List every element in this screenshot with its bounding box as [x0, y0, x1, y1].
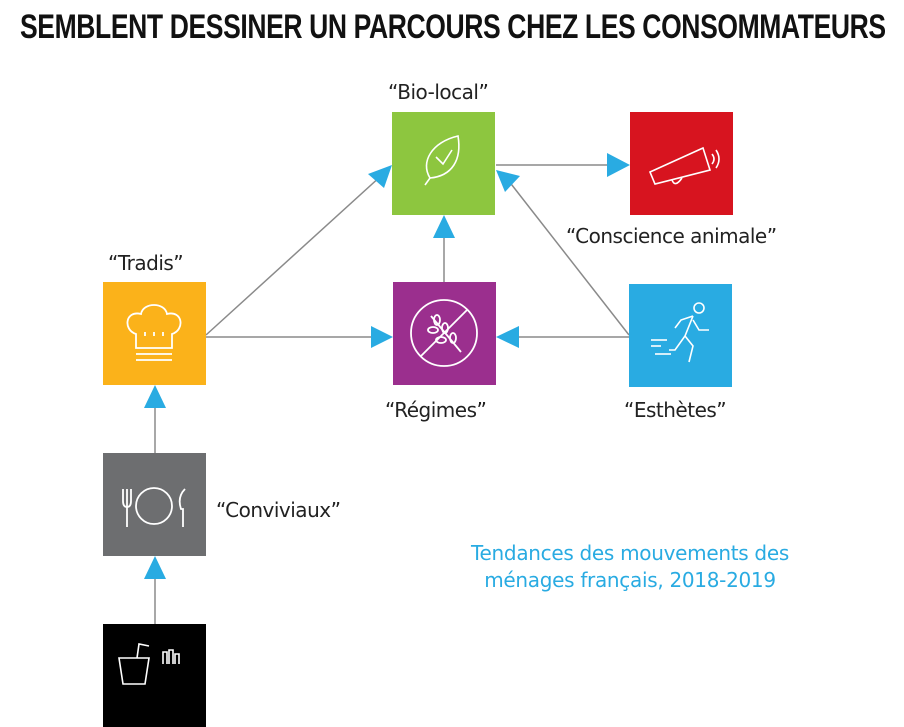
link-tradis-bio — [205, 174, 383, 336]
node-esthetes — [629, 284, 732, 387]
node-tradis — [103, 282, 206, 385]
chef-hat-icon — [126, 304, 182, 361]
leaf-check-icon — [424, 135, 460, 186]
arrow-head — [496, 170, 520, 192]
arrow-head — [371, 326, 393, 348]
label-conviviaux: “Conviviaux” — [216, 498, 341, 522]
page-title: SEMBLENT DESSINER UN PARCOURS CHEZ LES C… — [20, 8, 886, 46]
drink-fries-icon — [118, 643, 180, 685]
caption-line-2: ménages français, 2018-2019 — [484, 568, 776, 592]
connections — [144, 153, 630, 624]
megaphone-icon — [648, 146, 720, 185]
arrow-head — [433, 215, 455, 238]
link-esthetes-bio — [507, 179, 630, 336]
plate-cutlery-icon — [122, 487, 186, 527]
caption-line-1: Tendances des mouvements des — [471, 541, 789, 565]
arrow-head — [607, 153, 630, 177]
node-conscience-animale — [630, 112, 733, 215]
runner-icon — [651, 302, 709, 363]
arrow-head — [368, 165, 392, 188]
node-conviviaux — [103, 453, 206, 556]
arrow-head — [144, 385, 166, 408]
arrow-head — [144, 556, 166, 579]
label-esthetes: “Esthètes” — [624, 398, 727, 422]
no-gluten-icon — [410, 299, 478, 367]
node-bio-local — [392, 112, 495, 215]
node-regimes — [393, 282, 496, 385]
node-fast — [103, 624, 206, 727]
arrow-head — [496, 326, 519, 348]
label-tradis: “Tradis” — [108, 251, 184, 275]
label-bio-local: “Bio-local” — [388, 80, 489, 104]
caption: Tendances des mouvements des ménages fra… — [440, 540, 820, 594]
label-conscience-animale: “Conscience animale” — [566, 224, 777, 248]
label-regimes: “Régimes” — [385, 398, 487, 422]
